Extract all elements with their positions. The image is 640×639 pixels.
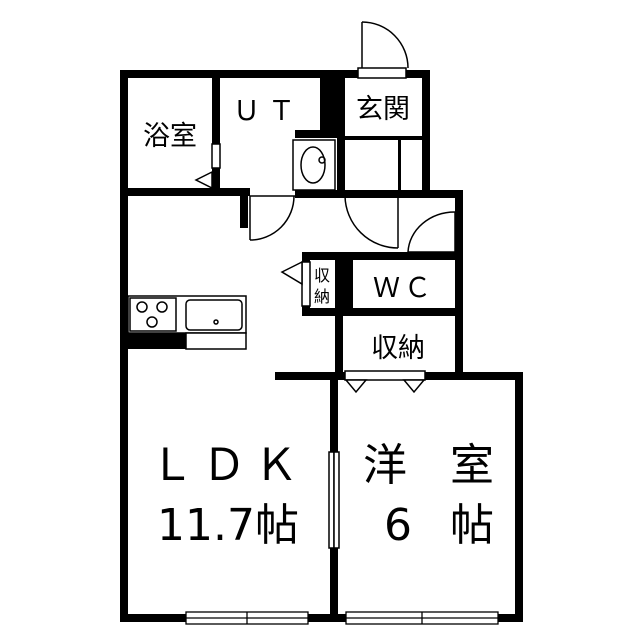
room-label-storage-small-2: 納: [314, 287, 330, 306]
sliding-door: [328, 451, 340, 549]
small-storage-door: [280, 260, 311, 307]
storage-door: [344, 370, 426, 394]
room-size-western-unit: 帖: [450, 500, 494, 551]
room-label-storage-small-1: 収: [314, 266, 330, 285]
hall-door: [344, 195, 399, 249]
room-size-western-num: 6: [384, 500, 412, 551]
entrance-door: [357, 21, 409, 79]
window-icon: [185, 611, 499, 625]
room-label-wc: ＷＣ: [373, 273, 435, 304]
bath-door: [194, 143, 221, 190]
ut-door: [249, 195, 295, 241]
room-label-storage: 収納: [371, 333, 425, 364]
wc-door: [407, 211, 456, 253]
room-label-utility: ＵＴ: [233, 96, 303, 127]
kitchen-counter: [127, 295, 247, 350]
room-label-bath: 浴室: [143, 121, 197, 152]
stove-icon: [129, 297, 177, 332]
room-label-western-2: 室: [450, 440, 494, 491]
room-label-ldk: ＬＤＫ: [150, 440, 306, 491]
room-size-ldk: 11.7帖: [157, 500, 299, 551]
sink-icon: [185, 299, 243, 331]
room-label-entrance: 玄関: [356, 94, 410, 125]
room-label-western-1: 洋: [363, 440, 407, 491]
washbasin-icon: [292, 139, 336, 191]
